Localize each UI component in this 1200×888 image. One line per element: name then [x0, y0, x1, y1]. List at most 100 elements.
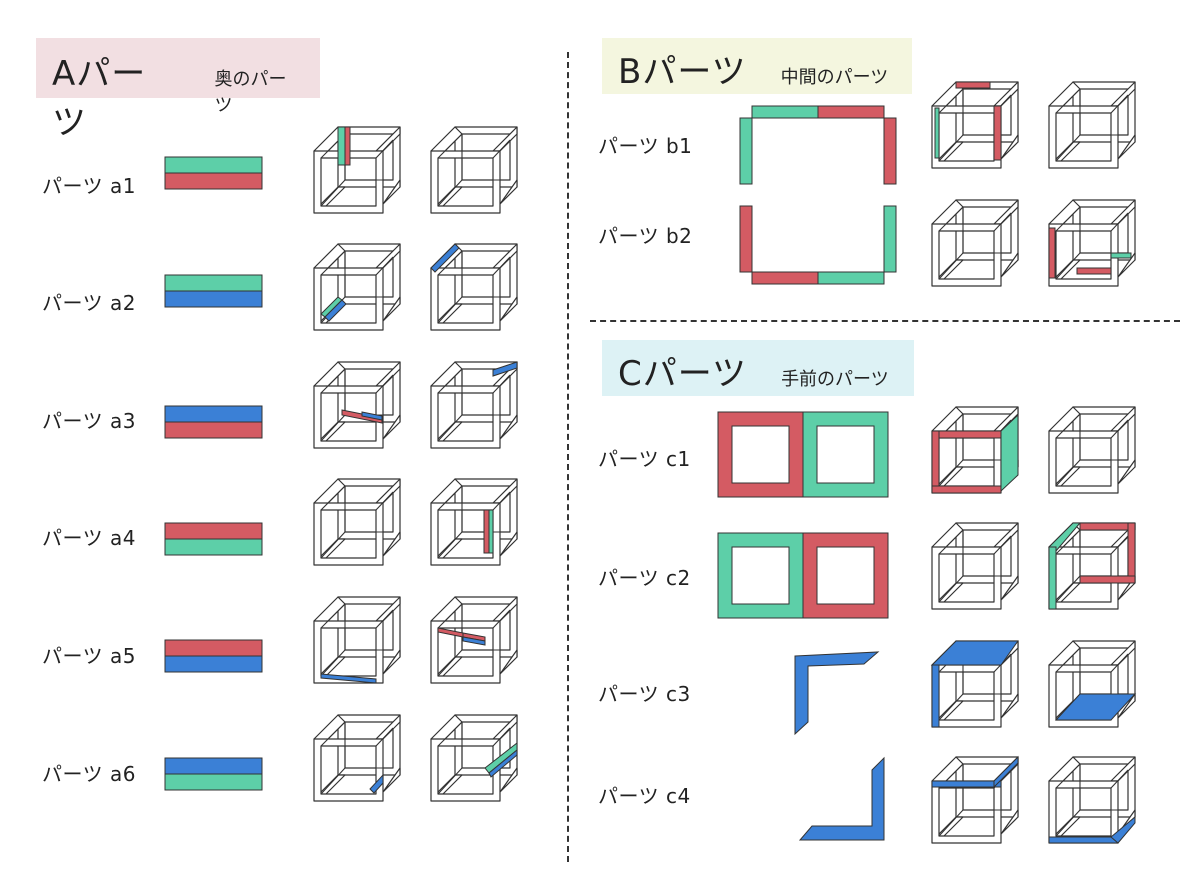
cube-highlight	[361, 411, 383, 421]
section-c-subtitle: 手前のパーツ	[781, 369, 889, 390]
cube-highlight	[993, 755, 1019, 789]
cube-highlight	[1000, 413, 1019, 493]
cube-highlight	[320, 673, 377, 684]
cube-inner-edge	[1055, 647, 1081, 673]
cube-inner-edge	[437, 250, 463, 276]
cube-highlight	[483, 509, 490, 554]
cube-inner-edge	[375, 727, 394, 747]
cube-inner-edge	[1055, 206, 1081, 232]
cube-highlight	[931, 664, 940, 728]
strip-top-band	[164, 405, 263, 423]
part-b-pieces	[739, 105, 897, 285]
part-label-a3: パーツ a3	[42, 409, 136, 433]
cube-inner-edge	[492, 727, 511, 747]
cube-highlight	[369, 773, 384, 794]
strip-bottom-band	[164, 172, 263, 190]
cube-inner-edge	[320, 179, 346, 207]
cube-inner-edge	[1110, 419, 1129, 439]
part-label-c1: パーツ c1	[598, 447, 691, 471]
color-strip-a2	[164, 274, 263, 308]
cube-inner-edge	[1055, 809, 1081, 837]
b1-top-right-bar	[817, 105, 885, 119]
cube-inner-edge	[492, 256, 511, 276]
cube-highlight	[1054, 693, 1137, 721]
c4-corner-piece	[798, 756, 885, 841]
cube-highlight	[1048, 836, 1119, 844]
color-strip-a3	[164, 405, 263, 439]
part-label-a2: パーツ a2	[42, 291, 136, 315]
cube-a5-view1	[313, 596, 401, 684]
section-c-title: Cパーツ	[618, 354, 748, 394]
c1-right-square	[802, 411, 889, 498]
cube-inner-edge	[320, 531, 346, 559]
cube-inner-edge	[938, 206, 964, 232]
cube-c1-view2	[1048, 406, 1136, 494]
cube-inner-edge	[1055, 763, 1081, 789]
cube-inner-edge	[320, 649, 346, 677]
cube-b1-view2	[1048, 81, 1136, 169]
horizontal-divider	[590, 320, 1180, 322]
cube-highlight	[1127, 522, 1136, 584]
cube-inner-edge	[1110, 769, 1129, 789]
cube-inner-edge	[437, 531, 463, 559]
cube-b2-view1	[931, 199, 1019, 287]
b1-top-left-bar	[751, 105, 819, 119]
cube-inner-edge	[320, 767, 346, 795]
cube-inner-edge	[938, 575, 964, 603]
cube-inner-edge	[437, 721, 463, 747]
cube-highlight	[934, 107, 940, 159]
strip-bottom-band	[164, 421, 263, 439]
cube-inner-edge	[375, 491, 394, 511]
strip-top-band	[164, 522, 263, 540]
section-a-header: Aパーツ 奥のパーツ	[36, 38, 320, 143]
cube-c4-view2	[1048, 756, 1136, 844]
cube-highlight	[430, 243, 460, 273]
part-label-c4: パーツ c4	[598, 784, 691, 808]
cube-a2-view2	[430, 243, 518, 331]
cube-c4-view1	[931, 755, 1019, 844]
part-label-c2: パーツ c2	[598, 566, 691, 590]
cube-highlight	[1079, 522, 1136, 531]
b1-right-bar	[883, 117, 897, 185]
part-label-a4: パーツ a4	[42, 526, 136, 550]
cube-inner-edge	[320, 414, 346, 442]
cube-c2-view2	[1048, 522, 1136, 610]
b2-right-bar	[883, 205, 897, 273]
section-b-header: Bパーツ 中間のパーツ	[602, 38, 912, 94]
cube-inner-edge	[437, 414, 463, 442]
cube-inner-edge	[1055, 413, 1081, 439]
cube-inner-edge	[1055, 134, 1081, 162]
part-label-a6: パーツ a6	[42, 762, 136, 786]
vertical-divider	[567, 52, 569, 862]
cube-inner-edge	[1110, 212, 1129, 232]
cube-inner-edge	[437, 179, 463, 207]
cube-highlight	[492, 361, 518, 377]
c2-right-square	[802, 532, 889, 619]
section-b-title: Bパーツ	[618, 52, 747, 92]
part-c-pieces	[717, 411, 889, 841]
cube-inner-edge	[1055, 88, 1081, 114]
cube-highlight	[324, 299, 347, 322]
cube-inner-edge	[492, 374, 511, 394]
cube-inner-edge	[1110, 535, 1129, 555]
cube-a3-view1	[313, 361, 401, 449]
cube-inner-edge	[375, 374, 394, 394]
part-label-c3: パーツ c3	[598, 682, 691, 706]
cube-inner-edge	[993, 535, 1012, 555]
cube-inner-edge	[938, 693, 964, 721]
cube-inner-edge	[375, 256, 394, 276]
cube-inner-edge	[938, 809, 964, 837]
c2-left-square	[717, 532, 804, 619]
b2-left-bar	[739, 205, 753, 273]
cube-highlight	[1110, 252, 1132, 259]
cube-inner-edge	[320, 603, 346, 629]
cube-inner-edge	[375, 609, 394, 629]
cube-inner-edge	[492, 609, 511, 629]
cube-inner-edge	[938, 459, 964, 487]
cube-highlight	[344, 126, 351, 166]
cube-inner-edge	[993, 212, 1012, 232]
cube-highlight	[1110, 815, 1136, 844]
section-a-subtitle: 奥のパーツ	[214, 69, 287, 116]
section-c-header: Cパーツ 手前のパーツ	[602, 340, 914, 396]
